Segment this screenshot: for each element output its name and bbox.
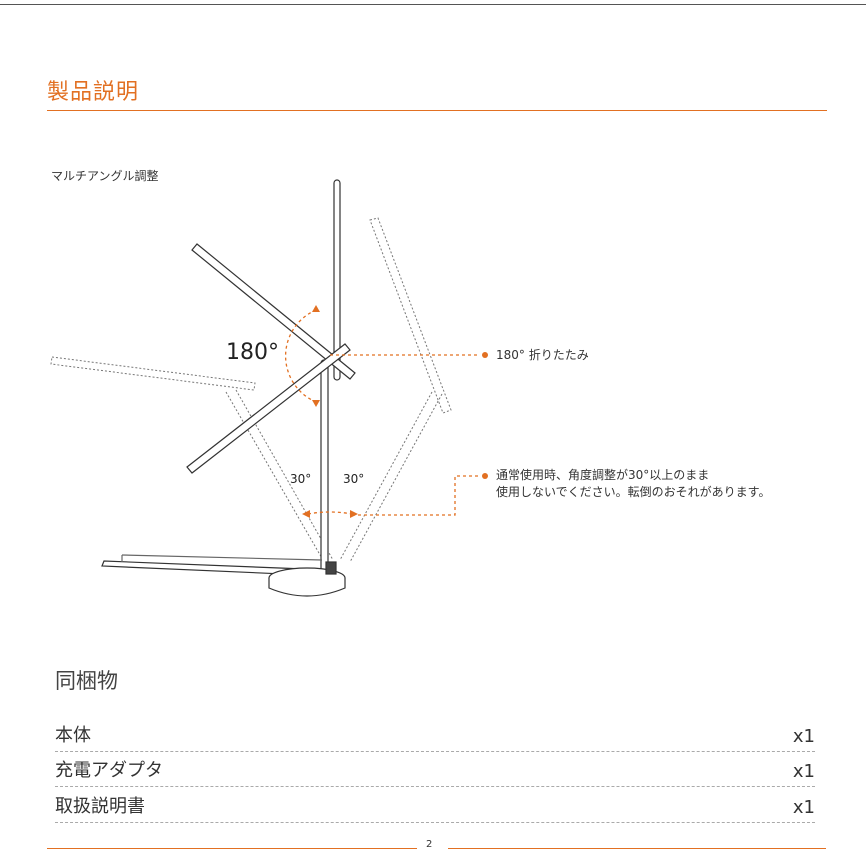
top-border <box>0 4 866 5</box>
contents-row: 充電アダプタ x1 <box>55 758 815 787</box>
warning-note-line1: 通常使用時、角度調整が30°以上のまま <box>496 468 710 482</box>
lamp-angle-diagram <box>50 179 488 597</box>
ghost-arm-right-tilted <box>369 217 452 414</box>
item-quantity: x1 <box>792 726 815 747</box>
lamp-base-side <box>268 578 346 597</box>
footer-rule-left <box>47 848 417 849</box>
item-name: 本体 <box>55 725 91 746</box>
title-divider <box>47 110 827 111</box>
page-number: 2 <box>426 839 433 850</box>
warning-note-line2: 使用しないでください。転倒のおそれがあります。 <box>496 485 771 499</box>
fold-note: 180° 折りたたみ <box>496 348 589 362</box>
arrow-head-right <box>350 510 358 518</box>
warning-note-bullet <box>482 473 488 479</box>
diagram-caption: マルチアングル調整 <box>51 169 159 183</box>
arrow-head-bottom <box>312 400 320 407</box>
warning-leader-line <box>352 475 480 516</box>
angle-label-180: 180° <box>226 340 279 365</box>
lamp-arm-lower-left <box>186 343 351 474</box>
arrow-head-left <box>302 510 310 518</box>
ghost-support-left-a <box>225 391 324 561</box>
item-quantity: x1 <box>792 761 815 782</box>
angle-label-right-30: 30° <box>343 472 365 486</box>
contents-row: 取扱説明書 x1 <box>55 794 815 823</box>
page-title: 製品説明 <box>47 80 140 105</box>
lamp-hinge <box>325 561 337 575</box>
contents-title: 同梱物 <box>55 669 118 693</box>
ghost-support-left-b <box>235 389 334 561</box>
item-quantity: x1 <box>792 797 815 818</box>
footer-rule-right <box>448 848 826 849</box>
fold-note-bullet <box>482 352 488 358</box>
lamp-upper-pole <box>333 179 341 381</box>
item-name: 取扱説明書 <box>55 796 145 817</box>
lamp-lower-pole <box>320 359 329 573</box>
item-name: 充電アダプタ <box>55 760 163 781</box>
angle-label-left-30: 30° <box>290 472 312 486</box>
contents-row: 本体 x1 <box>55 723 815 752</box>
arrow-head-top <box>312 305 320 312</box>
ghost-arm-left-flat <box>50 356 256 391</box>
lamp-arm-upper-left <box>191 243 356 380</box>
tilt-arc-30 <box>307 511 353 515</box>
